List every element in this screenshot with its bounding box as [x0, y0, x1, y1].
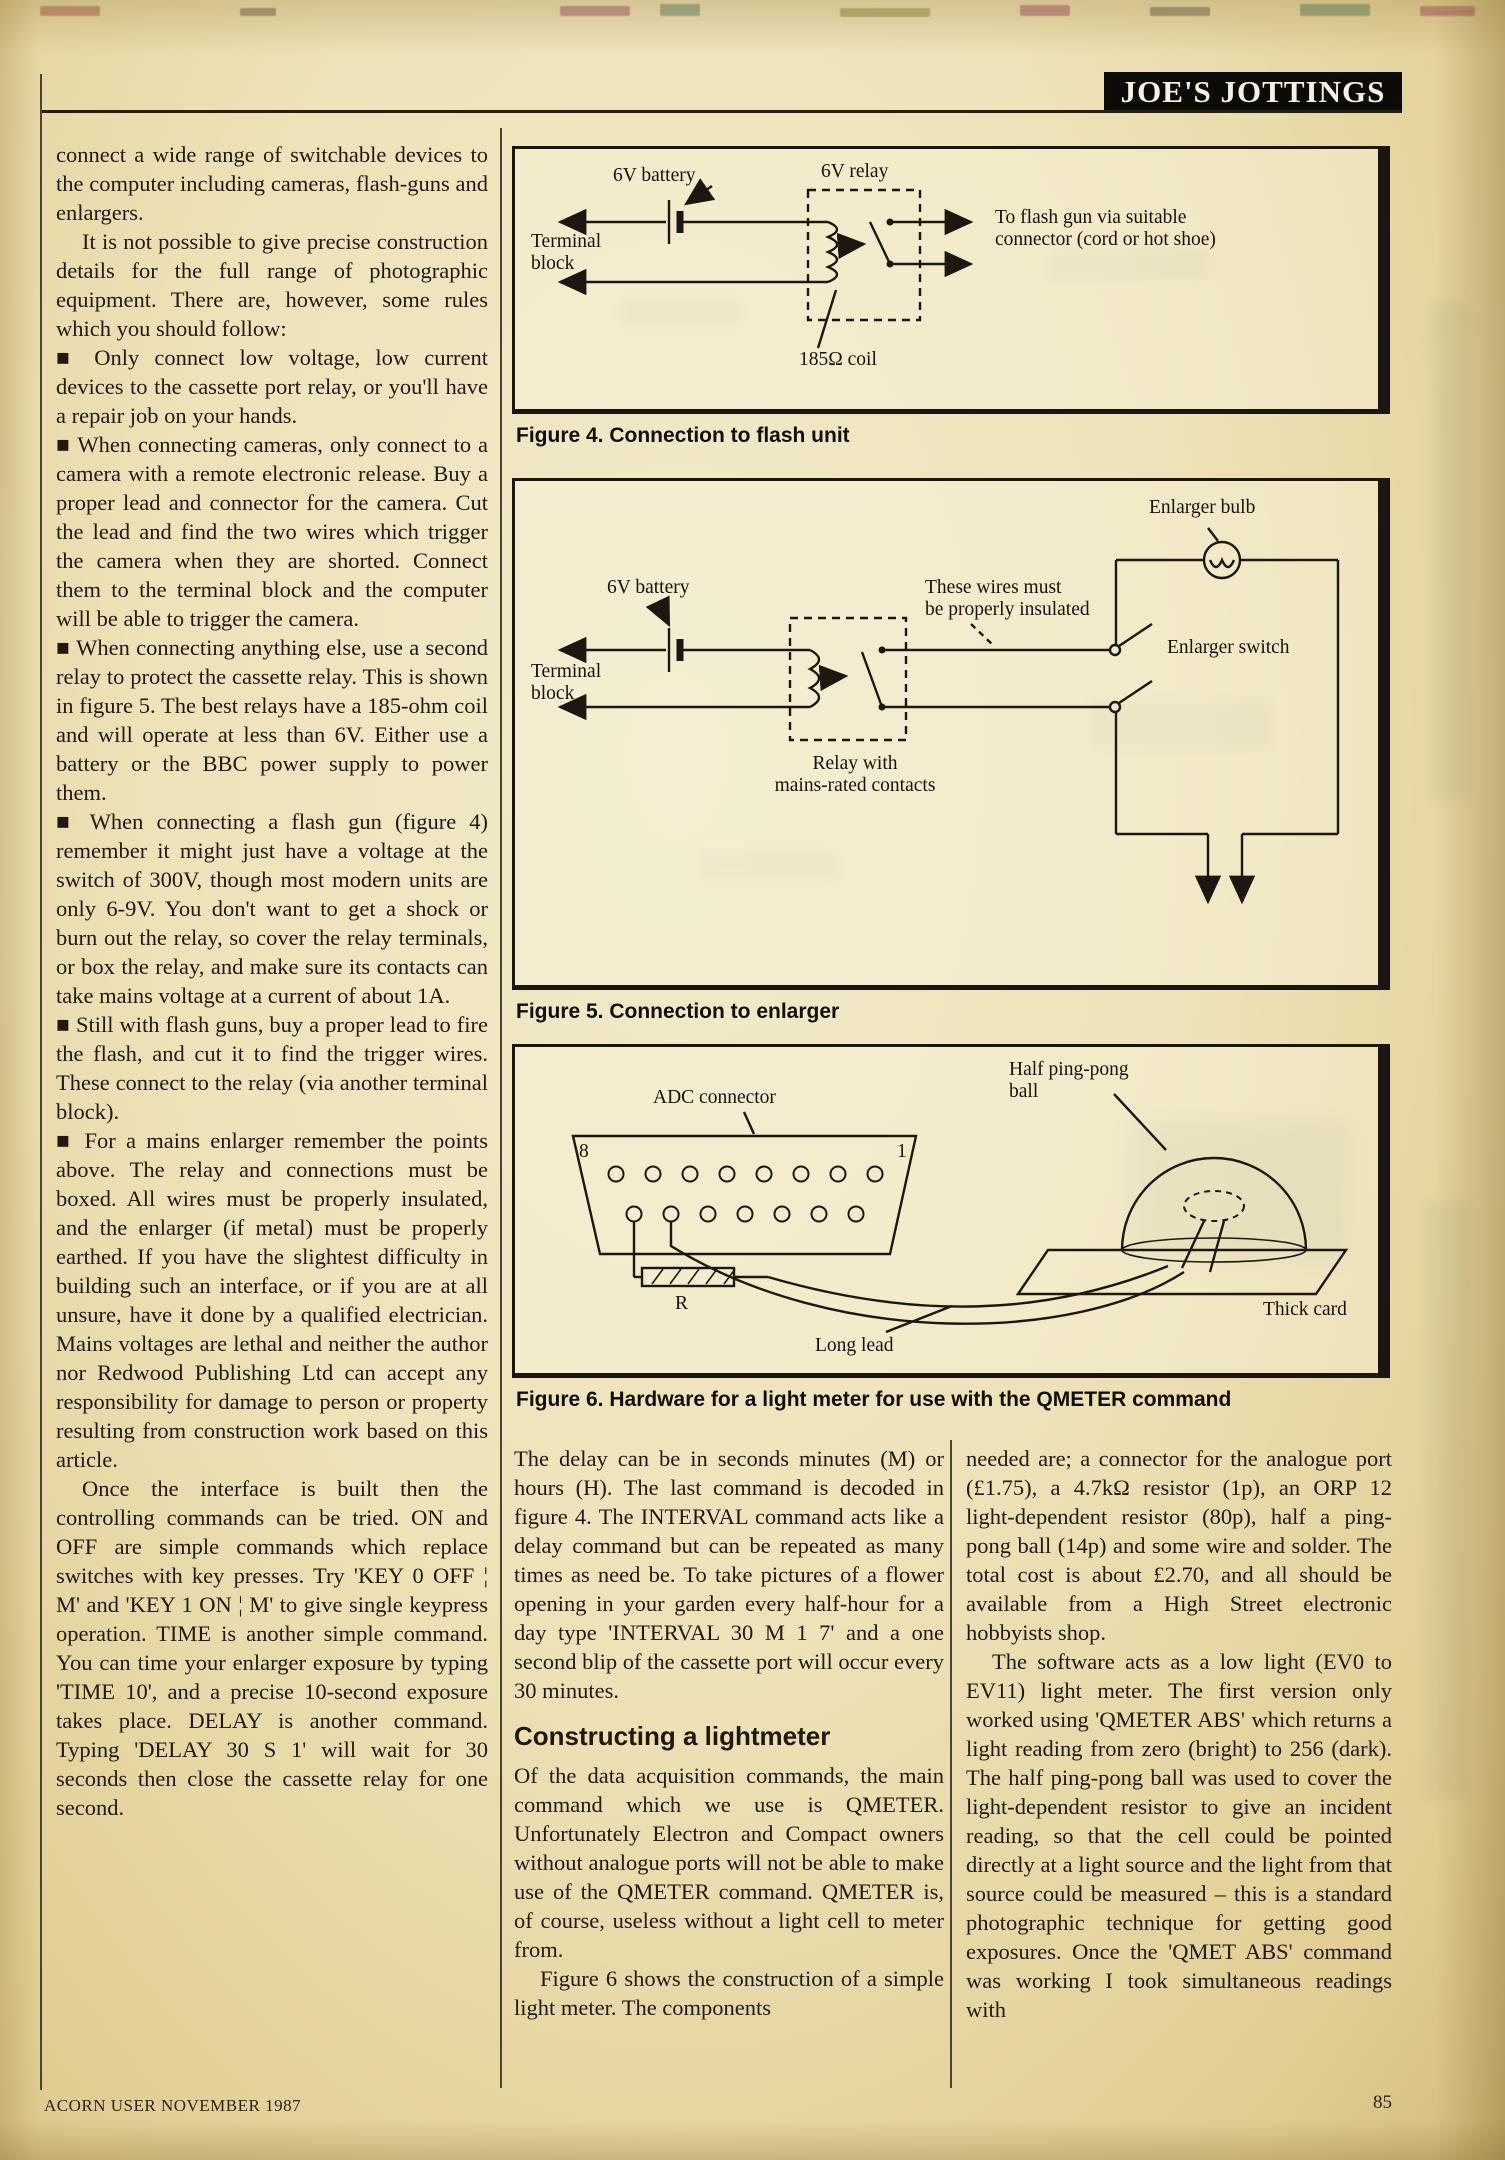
label-enlarger-bulb: Enlarger bulb [1149, 497, 1256, 518]
print-fragment [660, 4, 700, 16]
label-terminal-block: Terminal block [531, 231, 602, 274]
enlarger-bulb-symbol [1202, 527, 1242, 580]
page-left-rule [40, 74, 42, 2090]
label-6v-battery: 6V battery [613, 165, 696, 186]
body-paragraph: ■ When connecting anything else, use a s… [56, 635, 488, 805]
body-paragraph: Once the interface is built then the con… [56, 1476, 488, 1820]
print-fragment [560, 6, 630, 16]
label-adc-connector: ADC connector [653, 1087, 776, 1108]
figure6-caption: Figure 6. Hardware for a light meter for… [516, 1388, 1232, 1411]
label-6v-relay: 6V relay [821, 161, 889, 182]
footer-journal: ACORN USER NOVEMBER 1987 [44, 2096, 302, 2115]
bleedthrough-artifact [1430, 300, 1470, 800]
terminal-wires [557, 636, 810, 721]
thick-card-symbol [1015, 1248, 1349, 1296]
print-fragment [1020, 5, 1070, 16]
label-thick-card: Thick card [1263, 1299, 1347, 1320]
resistor-symbol [632, 1222, 768, 1288]
label-coil: 185Ω coil [799, 349, 877, 370]
ping-pong-ball-symbol [1113, 1093, 1308, 1273]
body-paragraph: ■ Only connect low voltage, low current … [56, 345, 488, 428]
body-paragraph: Figure 6 shows the construction of a sim… [514, 1966, 944, 2020]
bottom-right-column: needed are; a connector for the analogue… [966, 1444, 1392, 2024]
footer-page-number: 85 [1373, 2092, 1392, 2113]
figure4: 6V battery 6V relay Terminal block To fl… [512, 146, 1390, 414]
print-fragment [1150, 7, 1210, 16]
battery-symbol [667, 178, 828, 244]
left-column: connect a wide range of switchable devic… [56, 140, 488, 1822]
figure4-diagram [557, 178, 974, 349]
mains-lead [1194, 834, 1256, 905]
page-edge-shading [0, 0, 38, 2160]
page-edge-shading [0, 2120, 1505, 2160]
relay-symbol [806, 188, 922, 322]
battery-symbol [645, 595, 810, 672]
adc-connector-symbol [571, 1111, 918, 1256]
enlarger-circuit-loop [1114, 558, 1340, 836]
print-fragment [240, 8, 276, 16]
body-paragraph: Of the data acquisition commands, the ma… [514, 1763, 944, 1962]
label-pin-1: 1 [897, 1141, 907, 1162]
relay-symbol [788, 616, 908, 742]
header-rule [40, 110, 1402, 113]
masthead-title: JOE'S JOTTINGS [1120, 74, 1386, 109]
label-pin-8: 8 [579, 1141, 589, 1162]
body-paragraph: needed are; a connector for the analogue… [966, 1446, 1392, 1645]
column-divider [950, 1440, 952, 2088]
body-paragraph: ■ When connecting a flash gun (figure 4)… [56, 809, 488, 1008]
figure5-caption: Figure 5. Connection to enlarger [516, 1000, 840, 1023]
body-paragraph: The delay can be in seconds minutes (M) … [514, 1446, 944, 1703]
label-terminal-block: Terminal block [531, 661, 602, 704]
figure6: ADC connector 8 1 Half ping-pong ball R … [512, 1044, 1390, 1378]
body-paragraph: ■ For a mains enlarger remember the poin… [56, 1128, 488, 1472]
label-6v-battery: 6V battery [607, 577, 690, 598]
label-long-lead: Long lead [815, 1335, 894, 1356]
label-enlarger-switch: Enlarger switch [1167, 637, 1290, 658]
terminal-wires [557, 208, 828, 296]
body-paragraph: connect a wide range of switchable devic… [56, 142, 488, 225]
section-heading: Constructing a lightmeter [514, 1721, 831, 1751]
column-divider [500, 128, 502, 2088]
masthead: JOE'S JOTTINGS [1104, 72, 1402, 112]
figure5: Enlarger bulb 6V battery These wires mus… [512, 478, 1390, 990]
body-paragraph: The software acts as a low light (EV0 to… [966, 1649, 1392, 2022]
long-lead-wires [669, 1222, 1185, 1334]
coil-pointer [816, 289, 838, 349]
body-paragraph: ■ When connecting cameras, only connect … [56, 432, 488, 631]
insulated-wires [882, 623, 1110, 709]
flash-wires [890, 208, 974, 278]
figure6-diagram [571, 1093, 1349, 1334]
page-edge-shading [0, 0, 1505, 55]
page-edge-shading [1435, 0, 1505, 2160]
print-fragment [1300, 4, 1370, 16]
figure4-caption: Figure 4. Connection to flash unit [516, 424, 850, 447]
label-flash-gun: To flash gun via suitable connector (cor… [995, 207, 1216, 250]
print-fragment [40, 6, 100, 16]
bleedthrough-artifact [1425, 1200, 1470, 1800]
body-paragraph: ■ Still with flash guns, buy a proper le… [56, 1012, 488, 1124]
label-half-ping-pong-ball: Half ping-pong ball [1009, 1059, 1129, 1102]
bottom-middle-column: The delay can be in seconds minutes (M) … [514, 1444, 944, 2022]
body-paragraph: It is not possible to give precise const… [56, 229, 488, 341]
label-insulated-wires: These wires must be properly insulated [925, 577, 1090, 620]
label-resistor: R [675, 1293, 689, 1314]
figure5-diagram [557, 527, 1340, 905]
print-fragment [840, 8, 930, 17]
print-fragment [1420, 6, 1475, 16]
label-relay-contacts: Relay with mains-rated contacts [774, 753, 936, 796]
